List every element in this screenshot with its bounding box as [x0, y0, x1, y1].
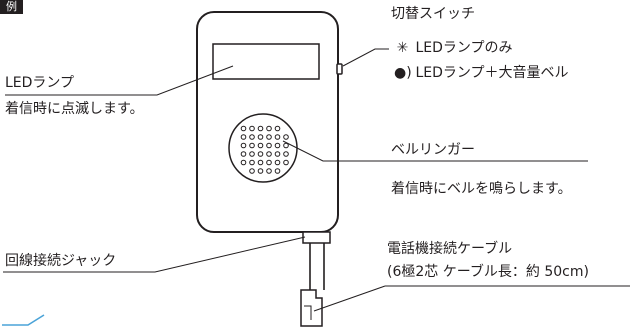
speaker-hole: [240, 125, 247, 132]
led-title: LEDランプ: [5, 75, 75, 91]
corner-tag: 例: [0, 0, 23, 14]
speaker-hole: [257, 151, 264, 157]
speaker-hole: [274, 125, 281, 132]
line-jack: [302, 231, 331, 244]
cable: [309, 243, 325, 290]
speaker-hole: [249, 125, 255, 132]
switch-knob: [336, 63, 343, 75]
speaker-hole: [249, 151, 255, 157]
speaker-hole: [283, 134, 289, 140]
speaker-hole: [240, 134, 247, 140]
cable-spec: (6極2芯 ケーブル長：約 50cm): [387, 264, 589, 280]
speaker-hole: [266, 125, 272, 132]
speaker-hole: [240, 151, 247, 157]
speaker-hole: [266, 134, 272, 140]
speaker-hole: [283, 159, 289, 166]
jack-title: 回線接続ジャック: [5, 253, 117, 269]
leader-switch: [342, 48, 389, 67]
switch-mode-led: ✳ LEDランプのみ: [394, 40, 513, 56]
speaker-hole: [266, 159, 272, 166]
speaker-hole: [274, 151, 281, 157]
switch-mode-bell: ●) LEDランプ＋大音量ベル: [394, 65, 568, 81]
switch-mode-bell-label: LEDランプ＋大音量ベル: [415, 65, 569, 81]
speaker-hole: [249, 142, 255, 149]
speaker-hole: [274, 134, 281, 140]
led-desc: 着信時に点滅します。: [5, 101, 144, 117]
speaker-hole: [274, 142, 281, 149]
cable-title: 電話機接続ケーブル: [387, 241, 513, 257]
accent-stroke: [2, 314, 45, 326]
speaker-hole: [257, 142, 264, 149]
bell-sound-icon: ●): [394, 65, 412, 81]
ringer-title: ベルリンガー: [391, 142, 475, 158]
led-window: [212, 43, 320, 80]
leader-led: [5, 65, 234, 96]
leader-jack: [3, 236, 306, 273]
speaker-hole: [240, 159, 247, 166]
ringer-desc: 着信時にベルを鳴らします。: [391, 181, 572, 197]
speaker-hole: [257, 168, 264, 174]
speaker-hole: [274, 168, 281, 174]
speaker-hole: [257, 134, 264, 140]
speaker-hole: [240, 142, 247, 149]
sun-icon: ✳: [396, 40, 409, 56]
plug-clip: [304, 305, 312, 320]
leader-cable: [313, 285, 630, 312]
speaker-hole: [257, 125, 264, 132]
speaker-hole: [283, 151, 289, 157]
speaker-hole: [249, 159, 255, 166]
speaker-hole: [249, 134, 255, 140]
speaker-hole: [283, 142, 289, 149]
leader-ringer: [282, 140, 588, 162]
speaker-holes: [240, 125, 289, 174]
speaker-hole: [266, 142, 272, 149]
switch-mode-led-label: LEDランプのみ: [415, 40, 513, 56]
speaker-hole: [266, 151, 272, 157]
speaker-hole: [257, 159, 264, 166]
speaker-hole: [249, 168, 255, 174]
switch-title: 切替スイッチ: [391, 6, 475, 22]
speaker-hole: [274, 159, 281, 166]
speaker-hole: [266, 168, 272, 174]
